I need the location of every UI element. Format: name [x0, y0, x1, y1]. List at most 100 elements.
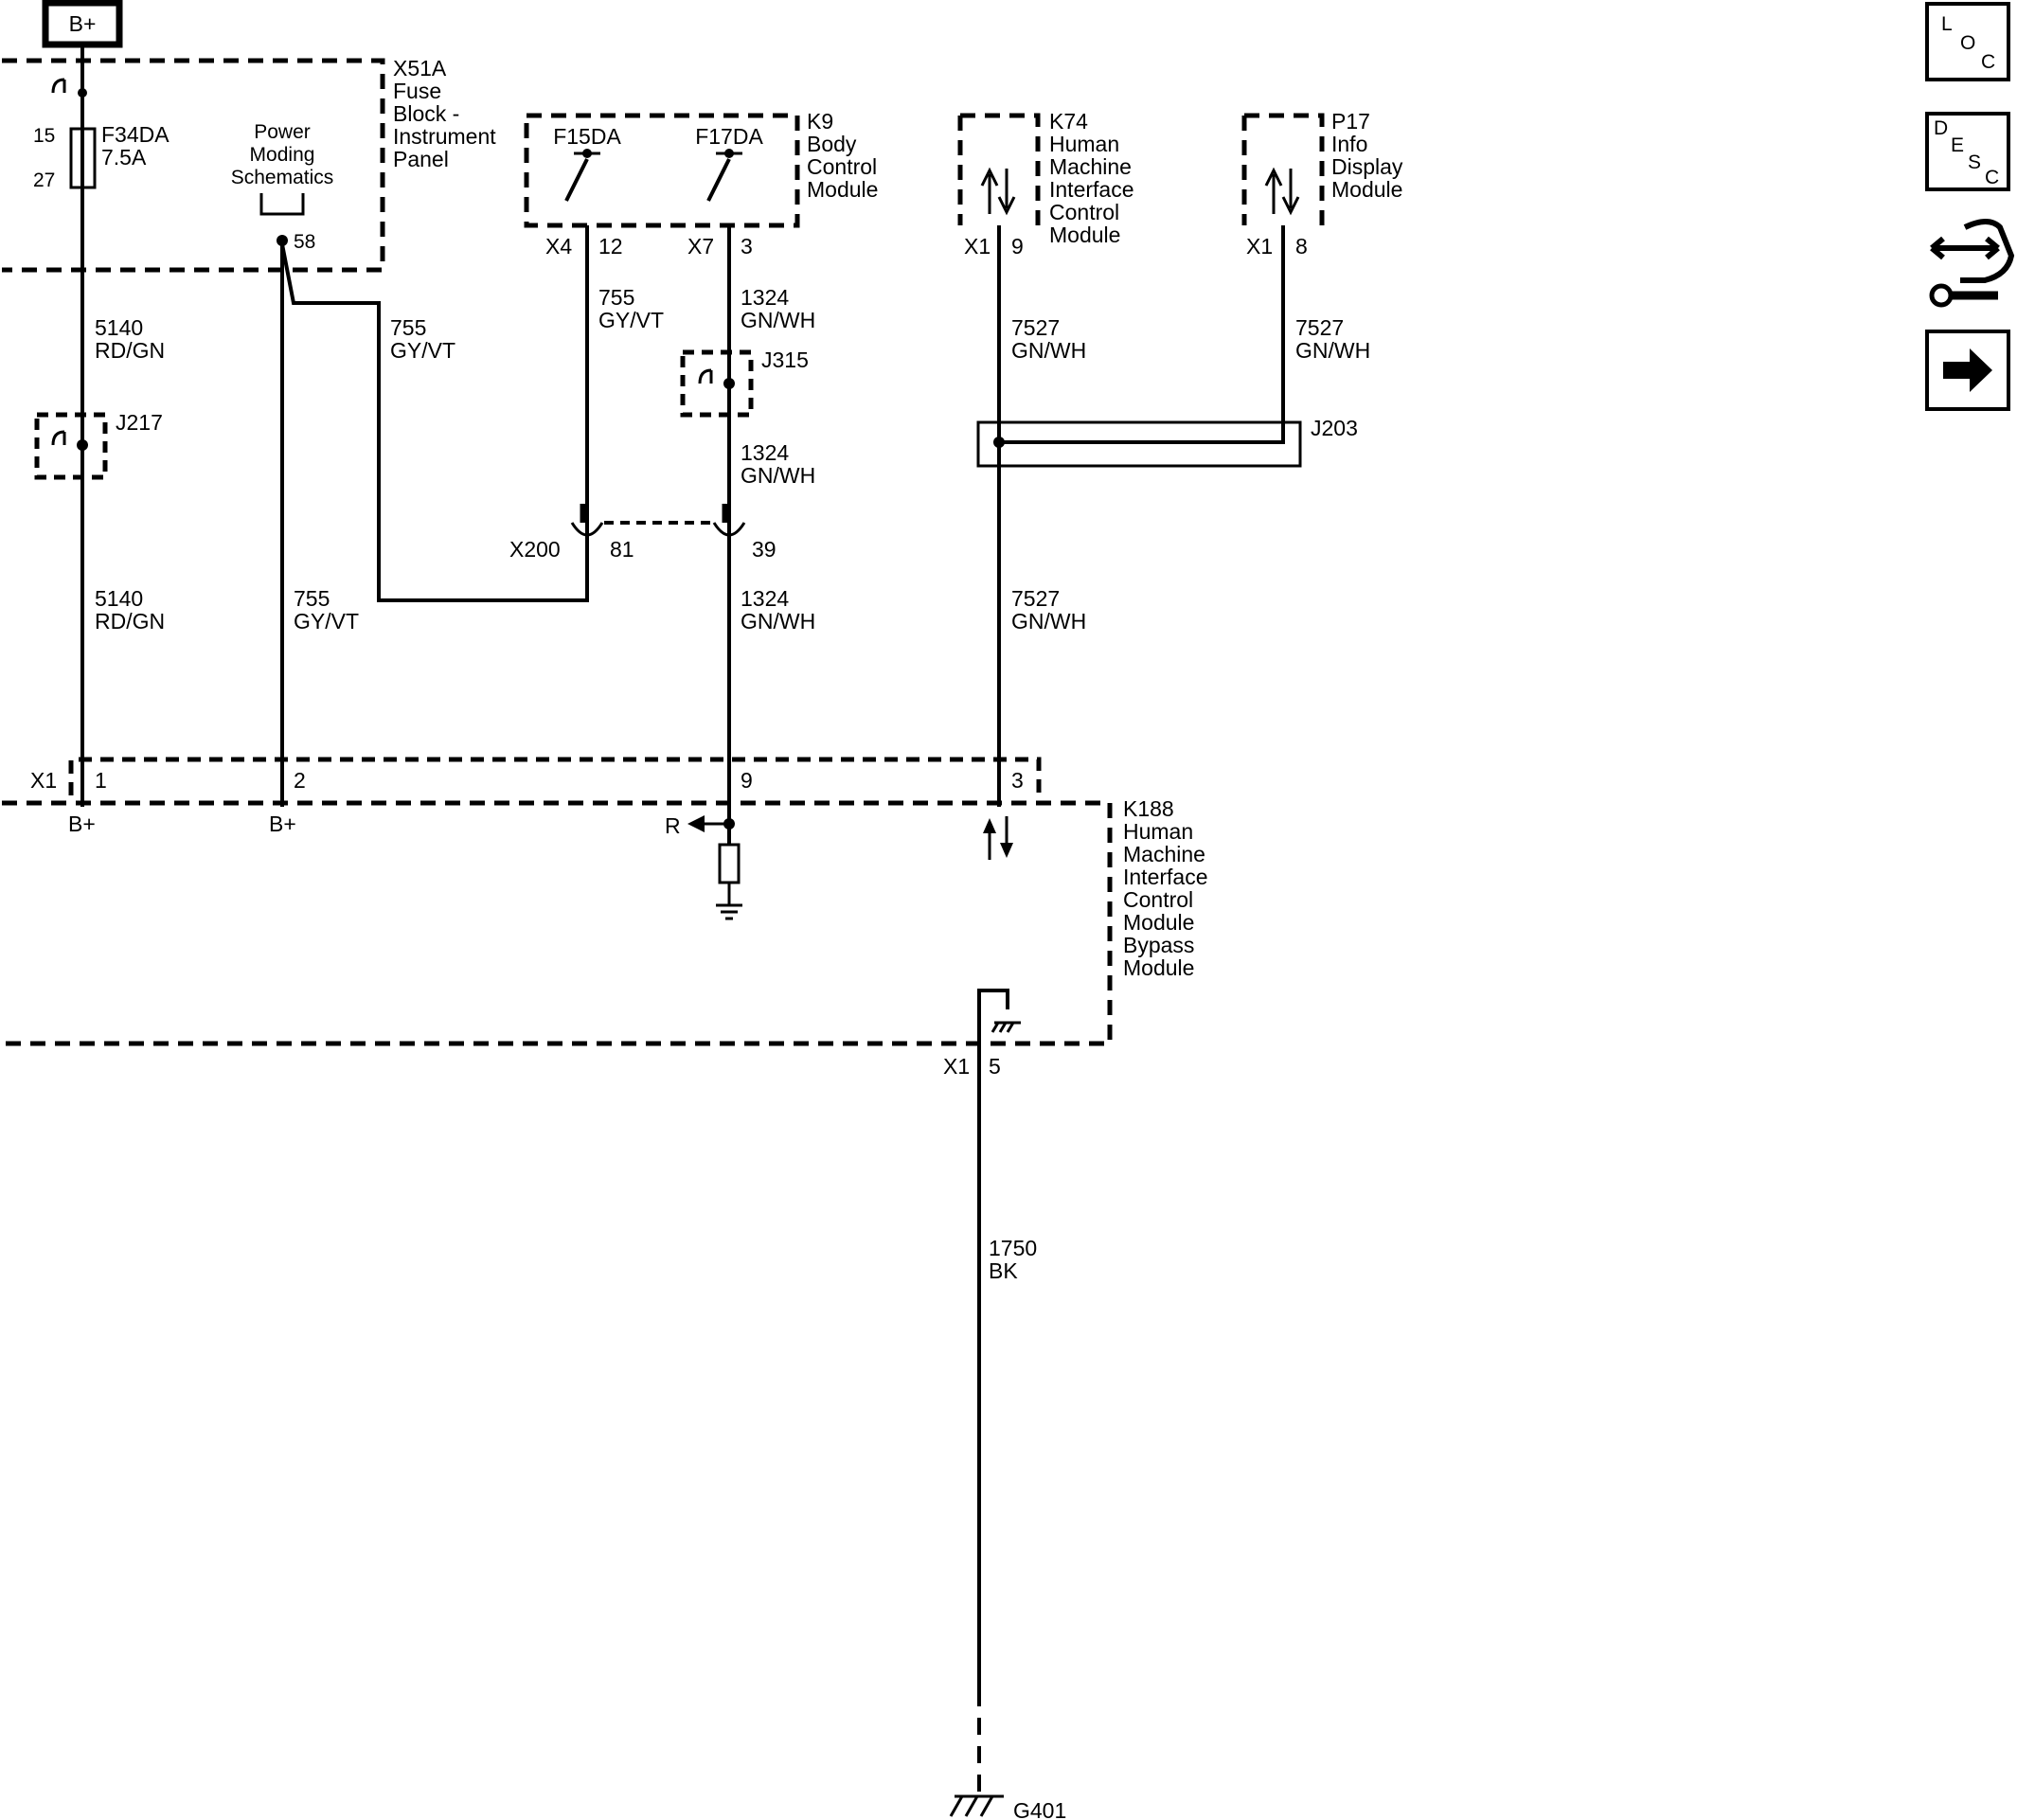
wire-5140-num-2: 5140 — [95, 586, 143, 611]
wire-7527-num-1: 7527 — [1011, 315, 1060, 340]
k188-name-3: Machine — [1123, 842, 1205, 866]
bcm-name-4: Module — [807, 177, 878, 202]
k74-name-6: Module — [1049, 223, 1120, 247]
k188-conn-x1: X1 — [943, 1054, 970, 1079]
desc-button[interactable]: D E S C — [1925, 112, 2010, 191]
bcm-pin-a: 12 — [598, 234, 623, 259]
fuse-rating: 7.5A — [101, 145, 147, 170]
wire-1324-num-3: 1324 — [741, 586, 789, 611]
wire-755-b — [280, 243, 589, 602]
p17-pin: 8 — [1295, 234, 1308, 259]
splice-j217-label: J217 — [116, 410, 163, 435]
power-moding-line-3: Schematics — [231, 167, 334, 188]
k74-name-4: Interface — [1049, 177, 1134, 202]
k74-pin: 9 — [1011, 234, 1024, 259]
k74-name-3: Machine — [1049, 154, 1132, 179]
k188-pin-1: 1 — [95, 768, 107, 793]
fuse-name: F34DA — [101, 122, 170, 147]
inline-connector-pin-b: 39 — [752, 537, 776, 562]
bcm-name-1: K9 — [807, 109, 833, 134]
fuse-pin-out: 27 — [33, 170, 55, 191]
k188-pin-9: 9 — [741, 768, 753, 793]
fuse-pin-in: 15 — [33, 125, 55, 147]
bcm-module: K9 Body Control Module F15DA F17DA X4 12… — [524, 109, 878, 259]
k188-name-4: Interface — [1123, 865, 1208, 889]
fuse-block-name-3: Block - — [393, 101, 459, 126]
power-moding-line-2: Moding — [250, 144, 315, 166]
k188-conn: X1 — [30, 768, 57, 793]
desc-letter-e: E — [1951, 134, 1964, 156]
wire-5140-color-2: RD/GN — [95, 609, 165, 633]
wire-755-color-1: GY/VT — [390, 338, 455, 363]
bcm-output-b: F17DA — [695, 124, 763, 149]
splice-j203-label: J203 — [1311, 416, 1358, 440]
splice-j217: J217 — [34, 410, 163, 480]
power-source-box: B+ — [42, 0, 123, 48]
wire-1324-color-3: GN/WH — [741, 609, 815, 633]
wire-1750-color: BK — [989, 1258, 1018, 1283]
connector-tool-icon[interactable] — [1929, 219, 2015, 308]
k188-bplus-1: B+ — [68, 812, 96, 836]
desc-letter-s: S — [1968, 152, 1981, 173]
p17-name-3: Display — [1331, 154, 1403, 179]
wire-1324-num-1: 1324 — [741, 285, 789, 310]
inline-connector-name: X200 — [509, 537, 561, 562]
wire-5140-num-1: 5140 — [95, 315, 143, 340]
k188-pin-3: 3 — [1011, 768, 1024, 793]
wire-755-color-2: GY/VT — [294, 609, 359, 633]
loc-letter-o: O — [1960, 32, 1975, 54]
bcm-name-3: Control — [807, 154, 877, 179]
ground-symbol-internal — [716, 883, 742, 920]
k188-name-6: Module — [1123, 910, 1194, 935]
p17-conn: X1 — [1246, 234, 1273, 259]
wire-755-num-3: 755 — [598, 285, 634, 310]
wire-7527-num-3: 7527 — [1011, 586, 1060, 611]
ground-label: G401 — [1013, 1798, 1066, 1820]
wire-7527-color-2: GN/WH — [1295, 338, 1370, 363]
p17-module: P17 Info Display Module X1 8 — [1241, 109, 1403, 259]
wire-755-num-2: 755 — [294, 586, 330, 611]
fuse-block-name-4: Instrument — [393, 124, 496, 149]
splice-j315-label: J315 — [761, 348, 809, 372]
loc-button[interactable]: L O C — [1925, 2, 2010, 81]
wire-1750-num: 1750 — [989, 1236, 1037, 1260]
desc-letter-c: C — [1985, 167, 1999, 188]
next-button[interactable] — [1925, 330, 2010, 411]
k188-connector-x1: X1 1 2 9 3 — [30, 757, 1042, 795]
k188-bplus-2: B+ — [269, 812, 296, 836]
k188-pin-5: 5 — [989, 1054, 1001, 1079]
k74-name-2: Human — [1049, 132, 1119, 156]
wire-1324-num-2: 1324 — [741, 440, 789, 465]
bcm-output-a: F15DA — [553, 124, 621, 149]
k74-conn: X1 — [964, 234, 991, 259]
fuse-block: X51A Fuse Block - Instrument Panel 15 27… — [2, 56, 496, 273]
arrow-right-icon — [1943, 348, 1992, 392]
wire-7527-p17 — [999, 225, 1285, 444]
inline-connector-x200: X200 81 39 — [509, 504, 776, 562]
desc-letter-d: D — [1934, 117, 1948, 139]
bcm-name-2: Body — [807, 132, 857, 156]
power-source-label: B+ — [69, 11, 97, 36]
fuse-block-name-5: Panel — [393, 147, 449, 171]
wire-5140-color-1: RD/GN — [95, 338, 165, 363]
k188-r-label: R — [665, 813, 681, 838]
k74-module: K74 Human Machine Interface Control Modu… — [957, 109, 1134, 259]
splice-j203: J203 — [976, 416, 1358, 468]
inline-connector-pin-a: 81 — [610, 537, 634, 562]
splice-j315: J315 — [680, 348, 809, 418]
wire-1324-color-2: GN/WH — [741, 463, 815, 488]
loc-letter-c: C — [1981, 51, 1995, 73]
k188-name-2: Human — [1123, 819, 1193, 844]
wire-1324-color-1: GN/WH — [741, 308, 815, 332]
k188-name-7: Bypass — [1123, 933, 1194, 957]
fuse-block-name-2: Fuse — [393, 79, 441, 103]
p17-name-1: P17 — [1331, 109, 1370, 134]
k188-name-8: Module — [1123, 955, 1194, 980]
wire-755-num-1: 755 — [390, 315, 426, 340]
bcm-pin-b: 3 — [741, 234, 753, 259]
p17-name-4: Module — [1331, 177, 1402, 202]
wire-755-color-3: GY/VT — [598, 308, 664, 332]
chassis-ground-internal — [977, 989, 1009, 1045]
fuse-block-name-1: X51A — [393, 56, 447, 80]
